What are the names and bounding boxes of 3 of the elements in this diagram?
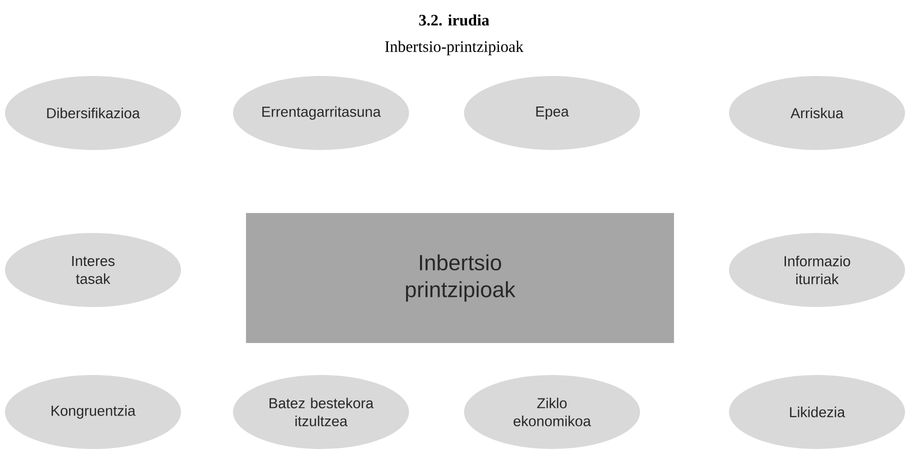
- central-box: Inbertsio printzipioak: [246, 213, 674, 343]
- figure-subtitle: Inbertsio-printzipioak: [385, 40, 524, 56]
- figure-title: 3.2. irudia: [419, 14, 490, 26]
